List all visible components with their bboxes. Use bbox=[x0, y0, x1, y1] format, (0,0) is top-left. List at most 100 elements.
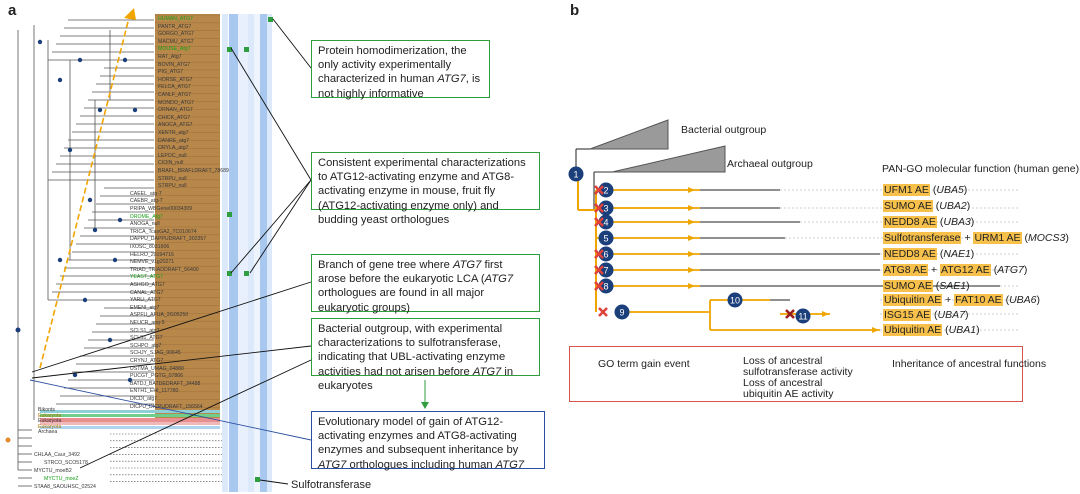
bacterial-outgroup-label: Bacterial outgroup bbox=[681, 124, 767, 136]
inheritance-arrow-head bbox=[124, 8, 136, 20]
callout-leader bbox=[230, 179, 312, 274]
gene-name: (ATG7) bbox=[990, 264, 1028, 276]
evidence-square bbox=[244, 47, 249, 52]
internal-node bbox=[77, 57, 83, 63]
function-plus: + bbox=[942, 294, 955, 306]
internal-node bbox=[72, 372, 78, 378]
leaf-label: MACMU_ATG7 bbox=[158, 38, 194, 45]
inherit-arrowhead bbox=[688, 267, 695, 273]
outgroup-leaf-label: CHLAA_Caur_3492 bbox=[34, 452, 80, 458]
callout-bacterial-outgroup: Bacterial outgroup, with experimental ch… bbox=[311, 318, 540, 392]
inherit-arrowhead bbox=[822, 311, 829, 317]
function-highlight: ATG12 AE bbox=[939, 264, 991, 276]
function-highlight: Ubiquitin AE bbox=[883, 324, 943, 336]
function-label: ATG8 AE + ATG12 AE (ATG7) bbox=[883, 264, 1027, 277]
evidence-square bbox=[244, 271, 249, 276]
leaf-label: CRYNJ_ATG7 bbox=[130, 358, 164, 364]
function-label: SUMO AE (UBA2) bbox=[883, 200, 970, 213]
gene-name: (UBA7) bbox=[931, 309, 969, 321]
leaf-label: IXOSC_8031606 bbox=[130, 244, 170, 250]
function-highlight: URM1 AE bbox=[973, 232, 1022, 244]
leaf-label: ANOGA_null bbox=[130, 221, 160, 228]
legend-inherit-label: Inheritance of ancestral functions bbox=[892, 358, 1047, 370]
function-plus: + bbox=[928, 264, 940, 276]
bacterial-outgroup-triangle bbox=[589, 119, 669, 150]
leaf-label: ORNAN_ATG7 bbox=[158, 107, 193, 114]
function-label: UFM1 AE (UBA5) bbox=[883, 184, 967, 197]
loss-ubiquitin-mark bbox=[785, 309, 795, 319]
root-node bbox=[15, 327, 21, 333]
leaf-label: CHICK_ATG7 bbox=[158, 114, 191, 121]
function-highlight: Sulfotransferase bbox=[883, 232, 962, 244]
gene-name: (UBA2) bbox=[932, 200, 971, 212]
function-label: ISG15 AE (UBA7) bbox=[883, 309, 968, 322]
annotation-column bbox=[267, 14, 272, 492]
function-highlight: ISG15 AE bbox=[883, 309, 932, 321]
evidence-square bbox=[268, 17, 273, 22]
leaf-label: ORYLA_atg7 bbox=[158, 145, 189, 152]
callout-leader bbox=[259, 479, 289, 485]
function-plus: + bbox=[961, 232, 974, 244]
leaf-label: XENTR_atg7 bbox=[158, 130, 189, 136]
leaf-label: CAEBR_atg-7 bbox=[130, 198, 163, 205]
leaf-label: TRICA_TcasGA2_TC010674 bbox=[130, 228, 197, 235]
callout-homodimerization: Protein homodimerization, the only activ… bbox=[311, 40, 490, 100]
gain-node bbox=[598, 230, 614, 246]
leaf-label: STRPU_null bbox=[158, 183, 187, 190]
clade-label: Bikonts bbox=[38, 407, 56, 413]
internal-node bbox=[87, 197, 93, 203]
leaf-label: ENTH1_EHI_117780 bbox=[130, 388, 179, 395]
internal-node bbox=[92, 227, 98, 233]
archaeal-outgroup-triangle bbox=[611, 145, 726, 173]
inherit-arrowhead bbox=[688, 219, 695, 225]
leaf-label: CAEEL_atg-7 bbox=[130, 190, 162, 197]
function-label: Ubiquitin AE (UBA1) bbox=[883, 324, 980, 337]
function-label: NEDD8 AE (NAE1) bbox=[883, 248, 974, 261]
gain-node-number: 2 bbox=[603, 186, 608, 196]
gene-name: (NAE1) bbox=[936, 248, 975, 260]
loss-sulfo-mark bbox=[594, 217, 604, 227]
leaf-label: EMENI_atg7 bbox=[130, 304, 160, 311]
gene-name: (UBA1) bbox=[942, 324, 980, 336]
internal-node bbox=[107, 337, 113, 343]
gain-node bbox=[727, 292, 743, 308]
gain-node bbox=[795, 308, 811, 324]
inherit-arrowhead bbox=[688, 251, 695, 257]
clade-strip bbox=[40, 426, 220, 429]
legend-gain-label: GO term gain event bbox=[598, 358, 690, 370]
gene-name: (SAE1) bbox=[932, 280, 970, 292]
gain-node-number: 7 bbox=[603, 266, 608, 276]
evidence-square bbox=[227, 271, 232, 276]
legend-loss-ubi-line2: ubiquitin AE activity bbox=[743, 388, 834, 400]
callout-leader bbox=[31, 345, 312, 379]
gain-node-number: 4 bbox=[603, 218, 608, 228]
leaf-label: BOVIN_ATG7 bbox=[158, 61, 191, 68]
internal-node bbox=[97, 107, 103, 113]
clade-strip bbox=[40, 418, 220, 422]
internal-node bbox=[127, 377, 133, 383]
internal-node bbox=[57, 77, 63, 83]
outgroup-leaf-label: MYCTU_moeB2 bbox=[34, 468, 72, 474]
gain-node bbox=[568, 166, 584, 182]
internal-node bbox=[37, 39, 43, 45]
leaf-label: BATDJ_BATDEDRAFT_34488 bbox=[130, 380, 201, 387]
callout-branch-origin: Branch of gene tree where ATG7 first aro… bbox=[311, 254, 540, 314]
internal-node bbox=[122, 57, 128, 63]
clade-label: Eukaryota bbox=[38, 412, 62, 419]
leaf-label: DICPU_DICPUDRAFT_156564 bbox=[130, 403, 203, 410]
leaf-label: SCHJY_SJAG_00645 bbox=[130, 350, 181, 357]
leaf-label: CANAL_ATG7 bbox=[130, 289, 164, 296]
gene-name: (MOCS3) bbox=[1021, 232, 1069, 244]
leaf-label: HUMAN_ATG7 bbox=[158, 16, 194, 22]
gene-name: (UBA6) bbox=[1002, 294, 1041, 306]
function-highlight: FAT10 AE bbox=[954, 294, 1003, 306]
evidence-square bbox=[227, 212, 232, 217]
leaf-label: TRIAD_TRIADDRAFT_56400 bbox=[130, 266, 199, 273]
internal-node bbox=[82, 297, 88, 303]
function-column-title: PAN-GO molecular function (human gene) bbox=[882, 163, 1080, 175]
legend-loss-sulfo-line2: sulfotransferase activity bbox=[743, 366, 853, 378]
leaf-label: HORSE_ATG7 bbox=[158, 76, 193, 83]
leaf-label: PUCGT_PGTG_07866 bbox=[130, 373, 184, 380]
inherit-arrowhead bbox=[688, 205, 695, 211]
